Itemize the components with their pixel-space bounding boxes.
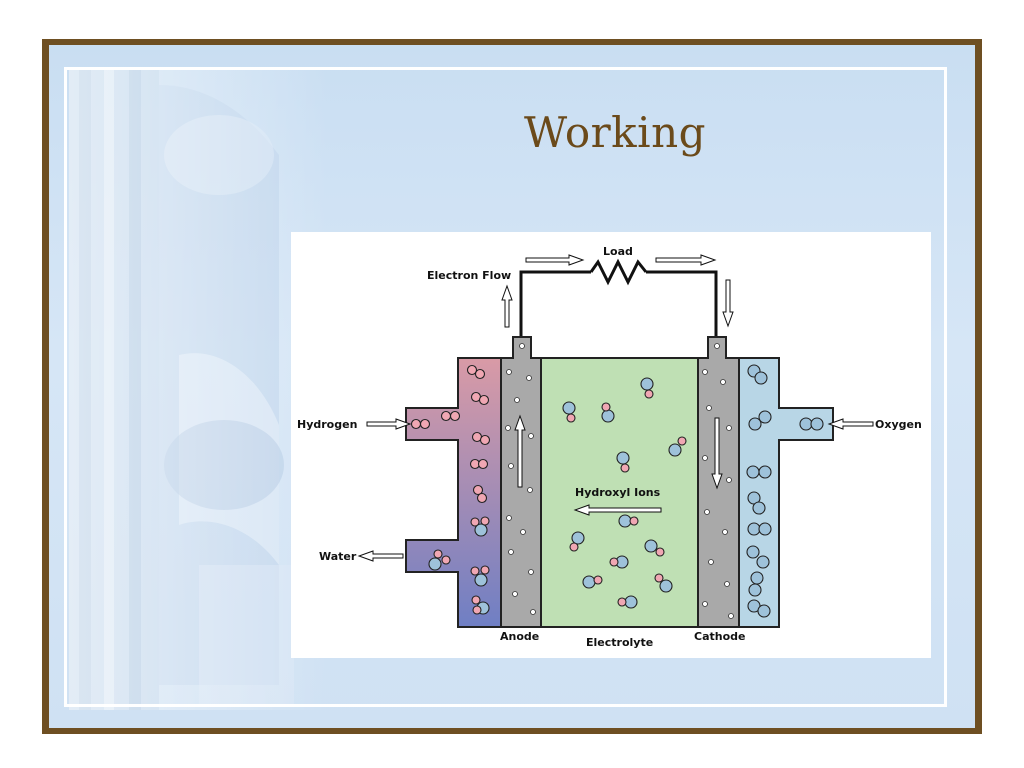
slide-title: Working xyxy=(524,108,706,157)
hydroxyl-ions-label: Hydroxyl Ions xyxy=(575,486,661,499)
hydrogen-label: Hydrogen xyxy=(297,418,357,431)
column-decoration xyxy=(69,70,329,710)
hydroxyl-arrow xyxy=(573,504,662,516)
anode-label: Anode xyxy=(500,630,539,643)
load-label: Load xyxy=(603,245,633,258)
cathode-label: Cathode xyxy=(694,630,745,643)
water-molecules xyxy=(428,516,490,615)
electrolyte-label: Electrolyte xyxy=(586,636,653,649)
oxygen-label: Oxygen xyxy=(875,418,922,431)
fuel-cell-diagram: Load Electron Flow Hydrogen Oxygen Water… xyxy=(291,232,931,658)
load-resistor xyxy=(589,258,648,286)
hydroxyl-ion-molecules xyxy=(562,377,687,609)
hydrogen-molecules xyxy=(410,364,491,504)
electron-flow-label: Electron Flow xyxy=(427,269,511,282)
electron-flow-arrows xyxy=(501,254,734,328)
oxygen-molecules xyxy=(746,364,824,618)
flow-arrows xyxy=(357,418,874,562)
circuit-wire xyxy=(519,270,718,337)
electrode-particles xyxy=(505,343,734,619)
electrode-arrows xyxy=(514,414,723,490)
slide-inner-border xyxy=(64,67,947,707)
water-label: Water xyxy=(319,550,357,563)
